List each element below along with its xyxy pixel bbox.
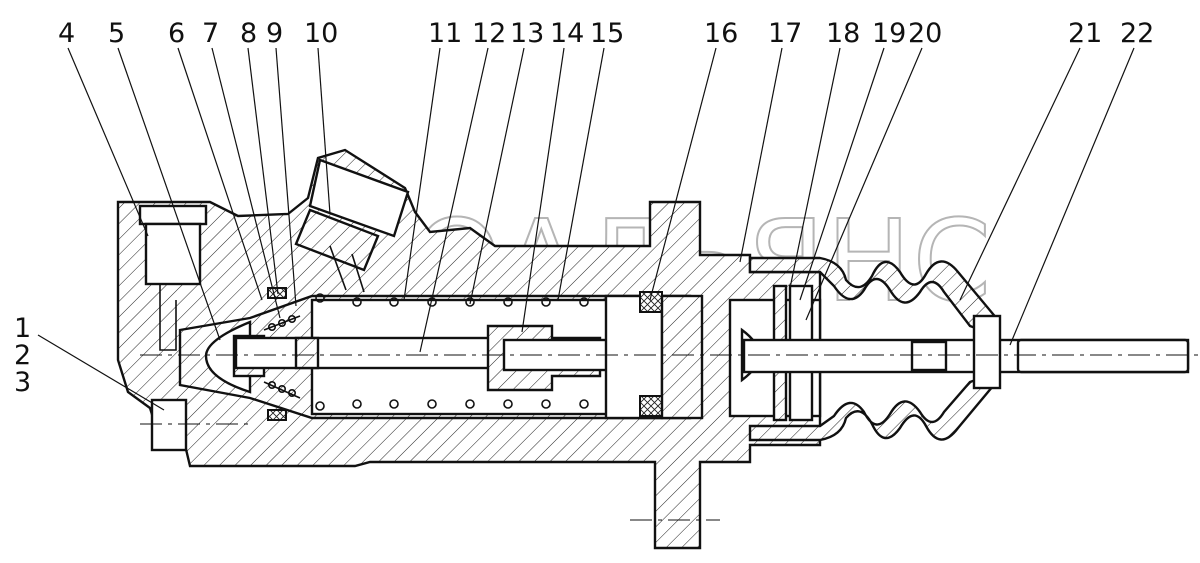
inlet-fitting-nut	[294, 208, 380, 272]
callout-21: 21	[1068, 18, 1102, 49]
callout-15: 15	[590, 18, 624, 49]
callout-1: 1	[14, 313, 31, 344]
bleed-plug	[138, 204, 208, 226]
callout-16: 16	[704, 18, 738, 49]
inlet-fitting	[308, 158, 410, 238]
callout-9: 9	[266, 18, 283, 49]
callout-13: 13	[510, 18, 544, 49]
callout-4: 4	[58, 18, 75, 49]
callout-20: 20	[908, 18, 942, 49]
callout-3: 3	[14, 367, 31, 398]
valve-rod	[234, 336, 508, 370]
protective-boot-top	[748, 256, 1000, 338]
mounting-lug	[150, 398, 188, 452]
callout-labels-left: 1 2 3	[14, 313, 31, 398]
callout-10: 10	[304, 18, 338, 49]
callout-8: 8	[240, 18, 257, 49]
callout-5: 5	[108, 18, 125, 49]
callout-17: 17	[768, 18, 802, 49]
piston-cup-seal-bottom	[639, 395, 663, 417]
leader-lines	[37, 47, 1135, 411]
push-rod-end	[1016, 338, 1190, 374]
bleed-plug-body	[144, 222, 202, 286]
callout-6: 6	[168, 18, 185, 49]
callout-22: 22	[1120, 18, 1154, 49]
small-spring-coils	[267, 314, 296, 397]
boot-clamp	[972, 314, 1002, 390]
piston-body	[660, 294, 704, 420]
callout-11: 11	[428, 18, 462, 49]
rod-nut	[294, 336, 320, 370]
callout-labels-top: 4 5 6 7 8 9 10 11 12 13 14 15 16 17 18 1…	[58, 18, 1154, 49]
callout-18: 18	[826, 18, 860, 49]
push-rod-flat	[910, 340, 948, 372]
protective-boot-bottom	[748, 370, 1000, 442]
o-ring-bottom	[267, 409, 287, 421]
inlet-passage	[329, 245, 365, 293]
callout-14: 14	[550, 18, 584, 49]
callout-2: 2	[14, 340, 31, 371]
callout-7: 7	[202, 18, 219, 49]
bleed-channel	[159, 284, 177, 351]
callout-12: 12	[472, 18, 506, 49]
callout-19: 19	[872, 18, 906, 49]
